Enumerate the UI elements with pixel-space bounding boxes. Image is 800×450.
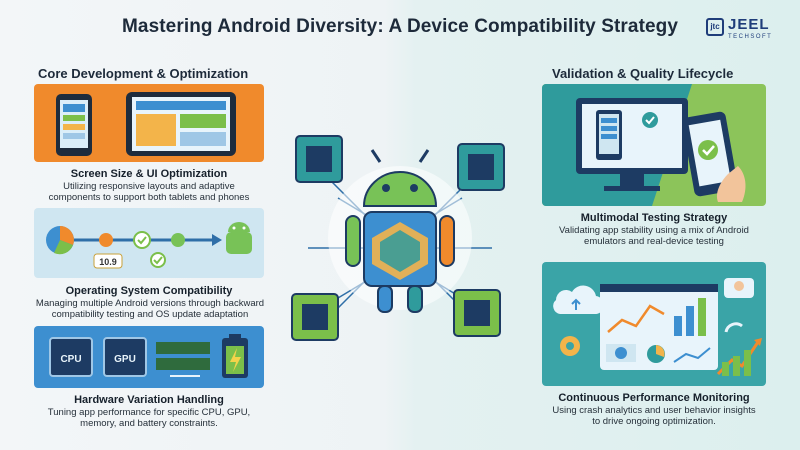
os-compat-desc: Managing multiple Android versions throu…: [35, 298, 265, 321]
cloud-upload-icon: [553, 285, 605, 315]
version-badge: 10.9: [99, 257, 117, 267]
logo-mark: jtc: [706, 18, 724, 36]
brand-logo: jtc JEEL TECHSOFT: [706, 16, 786, 46]
os-compat-panel: 10.9: [34, 208, 264, 278]
os-compat-title: Operating System Compatibility: [65, 285, 233, 297]
monitoring-illustration: [553, 278, 762, 376]
os-timeline-illustration: 10.9: [46, 222, 252, 269]
right-section-heading: Validation & Quality Lifecycle: [552, 66, 734, 81]
hardware-desc: Tuning app performance for specific CPU,…: [47, 407, 251, 430]
gpu-chip-label: GPU: [114, 354, 136, 365]
screen-size-title: Screen Size & UI Optimization: [70, 168, 228, 180]
hardware-panel: CPU GPU: [34, 326, 264, 388]
android-robot-icon: [345, 149, 455, 313]
android-circuit-illustration: [291, 135, 505, 341]
monitoring-desc: Using crash analytics and user behavior …: [552, 405, 756, 428]
devices-illustration: [56, 92, 236, 156]
screen-size-desc: Utilizing responsive layouts and adaptiv…: [48, 181, 250, 204]
testing-illustration: [542, 84, 746, 206]
left-section-heading: Core Development & Optimization: [38, 66, 249, 81]
cpu-chip-label: CPU: [60, 354, 81, 365]
screen-size-panel: [34, 84, 264, 162]
monitoring-title: Continuous Performance Monitoring: [558, 392, 750, 404]
hardware-title: Hardware Variation Handling: [74, 394, 224, 406]
check-icon: [642, 112, 658, 128]
testing-title: Multimodal Testing Strategy: [580, 212, 728, 224]
testing-panel: [542, 84, 766, 206]
hardware-illustration: CPU GPU: [49, 334, 248, 378]
logo-word: JEEL: [728, 16, 770, 33]
check-icon: [698, 140, 718, 160]
logo-sub: TECHSOFT: [728, 34, 773, 40]
page-title: Mastering Android Diversity: A Device Co…: [121, 16, 679, 37]
monitoring-panel: [542, 262, 766, 386]
testing-desc: Validating app stability using a mix of …: [559, 225, 749, 248]
